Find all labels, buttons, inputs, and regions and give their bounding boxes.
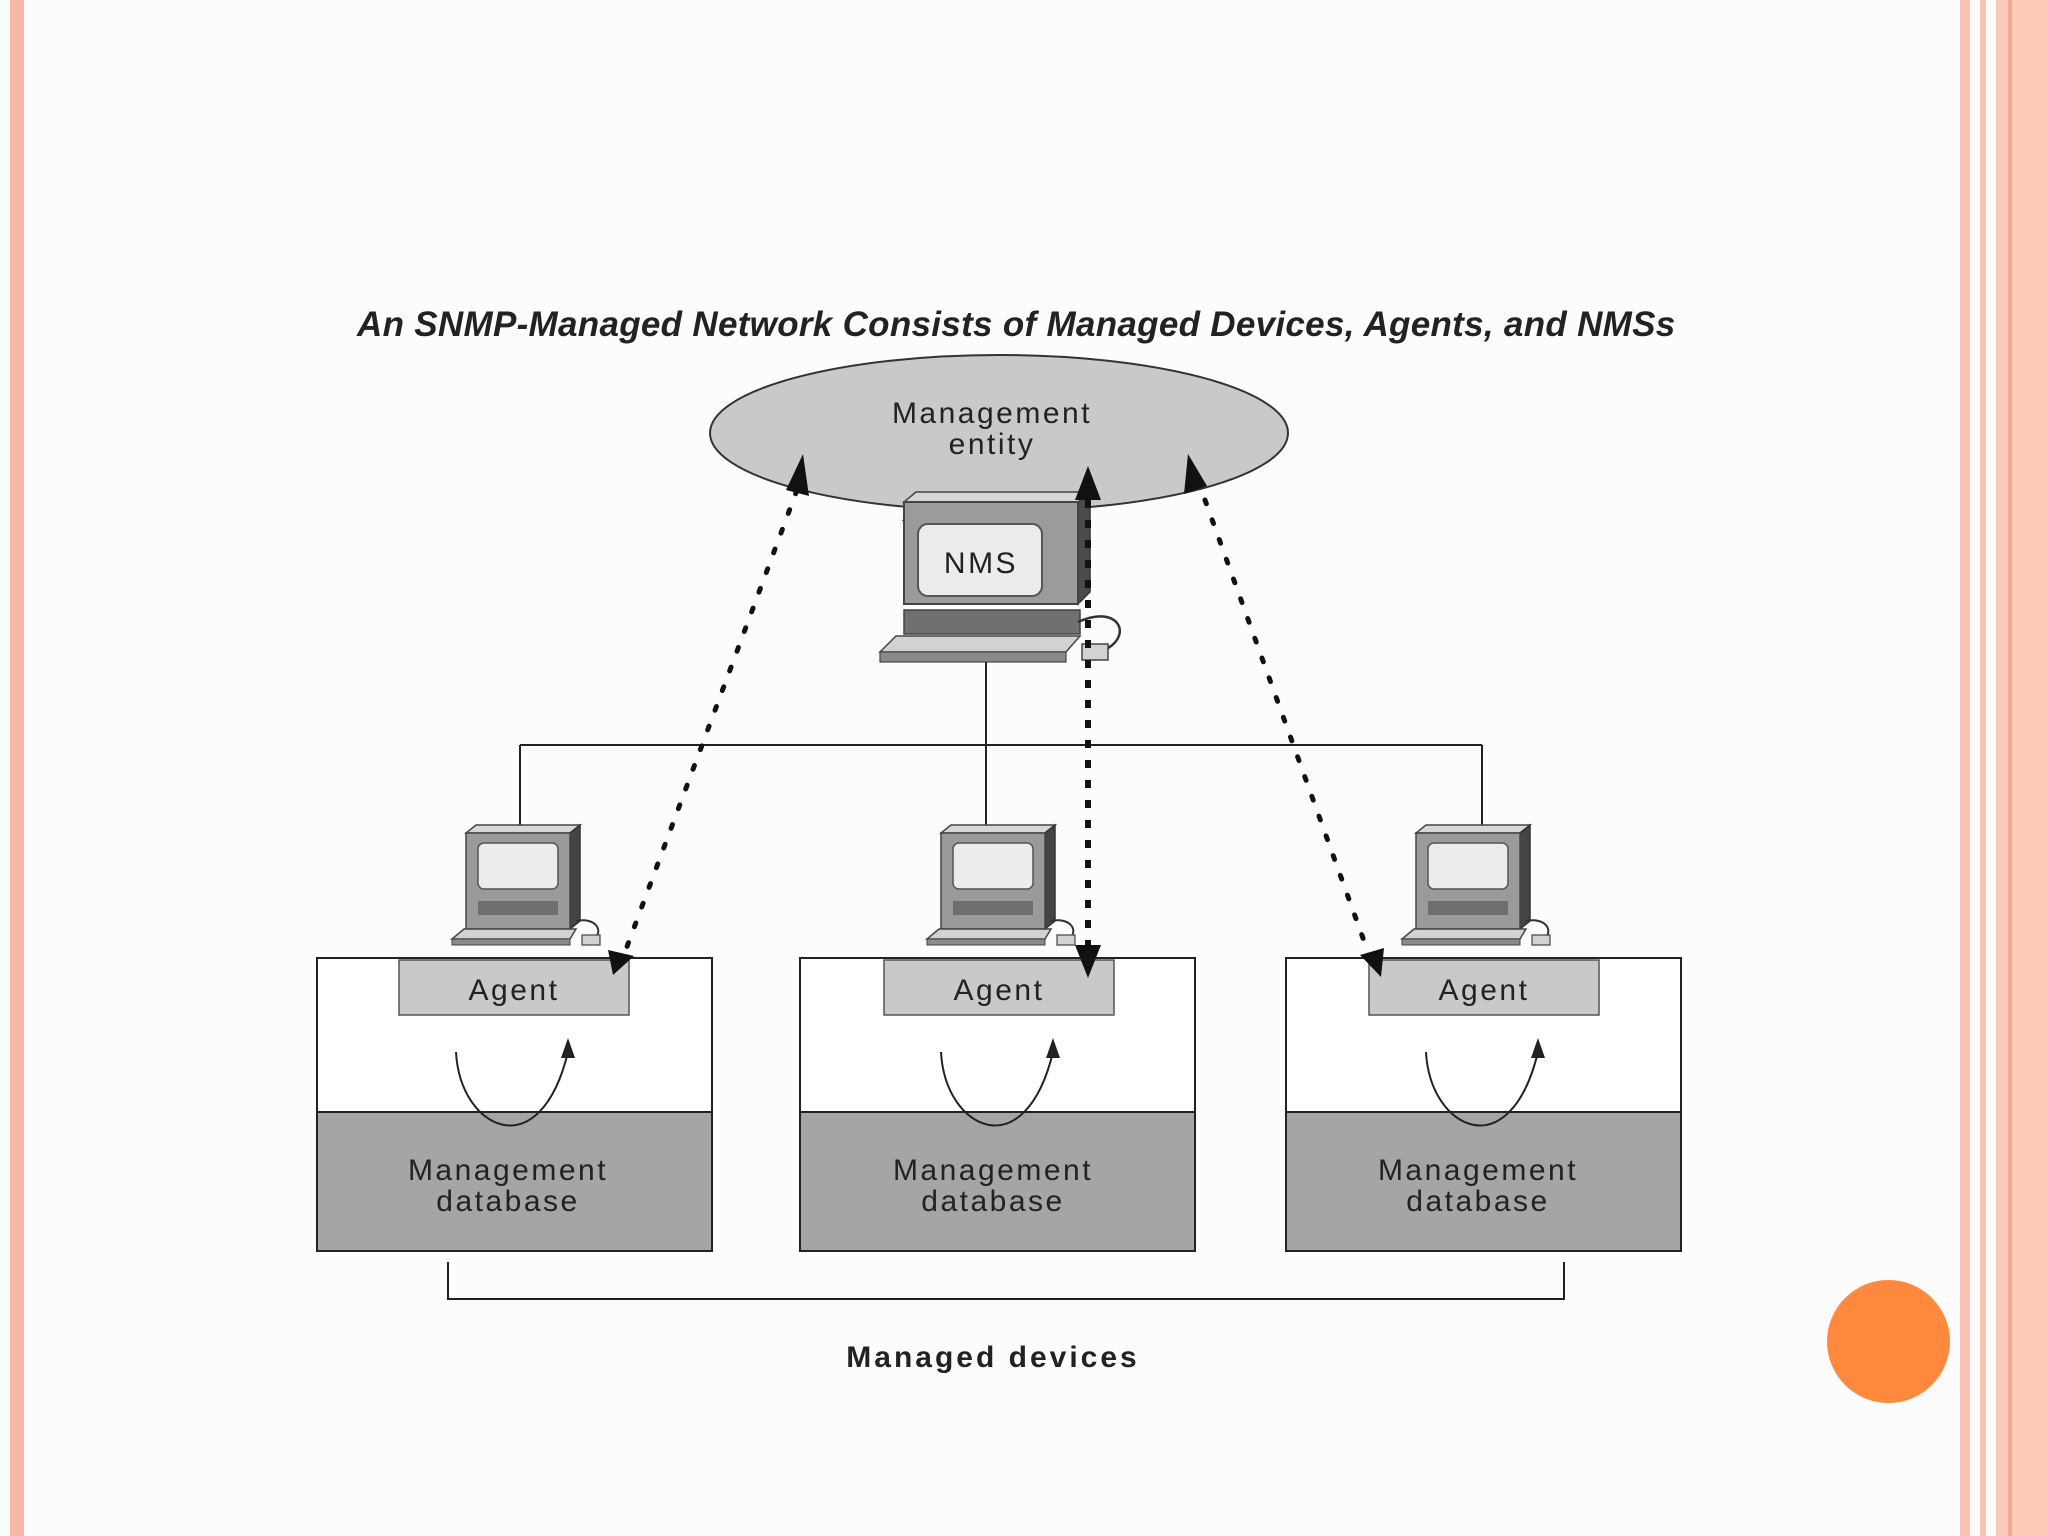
arrowhead-center-down — [1075, 945, 1101, 978]
device-3-database-label-line1: Management — [1378, 1154, 1578, 1187]
device-2-agent-label: Agent — [954, 974, 1045, 1007]
right-border-stripe-2 — [1980, 0, 1986, 1536]
device-2-database-label-line2: database — [921, 1185, 1064, 1218]
device-2-agent-box — [883, 959, 1115, 1016]
device-1-loop-arrow — [455, 1051, 569, 1127]
arrowhead-left-up — [786, 454, 809, 496]
device-2-database-label-line1: Management — [893, 1154, 1093, 1187]
device-1-database-label-line1: Management — [408, 1154, 608, 1187]
device-3-database — [1285, 1111, 1682, 1252]
device-2-database — [799, 1111, 1196, 1252]
arrowhead-left-down — [608, 950, 634, 975]
device-3-agent-box — [1368, 959, 1600, 1016]
device-3-database-label-line2: database — [1406, 1185, 1549, 1218]
nms-label: NMS — [944, 547, 1018, 580]
arrowhead-right-up — [1184, 454, 1207, 494]
device-1-agent-label: Agent — [469, 974, 560, 1007]
arrowhead-center-up — [1075, 466, 1101, 500]
right-border-stripe-1 — [1960, 0, 1970, 1536]
management-entity-label-line1: Management — [892, 397, 1092, 430]
device-1-database-label-line2: database — [436, 1185, 579, 1218]
snmp-dotted-arrows — [608, 454, 1384, 978]
orange-accent-dot — [1827, 1280, 1950, 1403]
right-border-stripe-3 — [1996, 0, 2048, 1536]
right-border-line — [2008, 0, 2012, 1536]
nms-screen — [917, 523, 1043, 597]
managed-device-3: Agent Management database — [1285, 824, 1682, 1252]
device-3-computer — [1401, 824, 1551, 946]
management-entity-label-line2: entity — [949, 428, 1036, 461]
network-bus — [519, 662, 1483, 844]
device-1-agent-box — [398, 959, 630, 1016]
managed-device-2: Agent Management database — [799, 824, 1196, 1252]
device-1-computer — [451, 824, 601, 946]
device-2-computer — [926, 824, 1076, 946]
managed-devices-label: Managed devices — [846, 1341, 1139, 1374]
nms-workstation: NMS — [878, 490, 1121, 663]
device-1-database — [316, 1111, 713, 1252]
device-2-loop-arrow — [940, 1051, 1054, 1127]
diagram-title: An SNMP-Managed Network Consists of Mana… — [356, 305, 1676, 344]
device-3-loop-arrow — [1425, 1051, 1539, 1127]
device-3-agent-label: Agent — [1439, 974, 1530, 1007]
arrowhead-right-down — [1360, 948, 1384, 977]
managed-device-1: Agent Management database — [316, 824, 713, 1252]
left-border-stripe — [10, 0, 24, 1536]
managed-devices-bracket — [447, 1262, 1565, 1300]
